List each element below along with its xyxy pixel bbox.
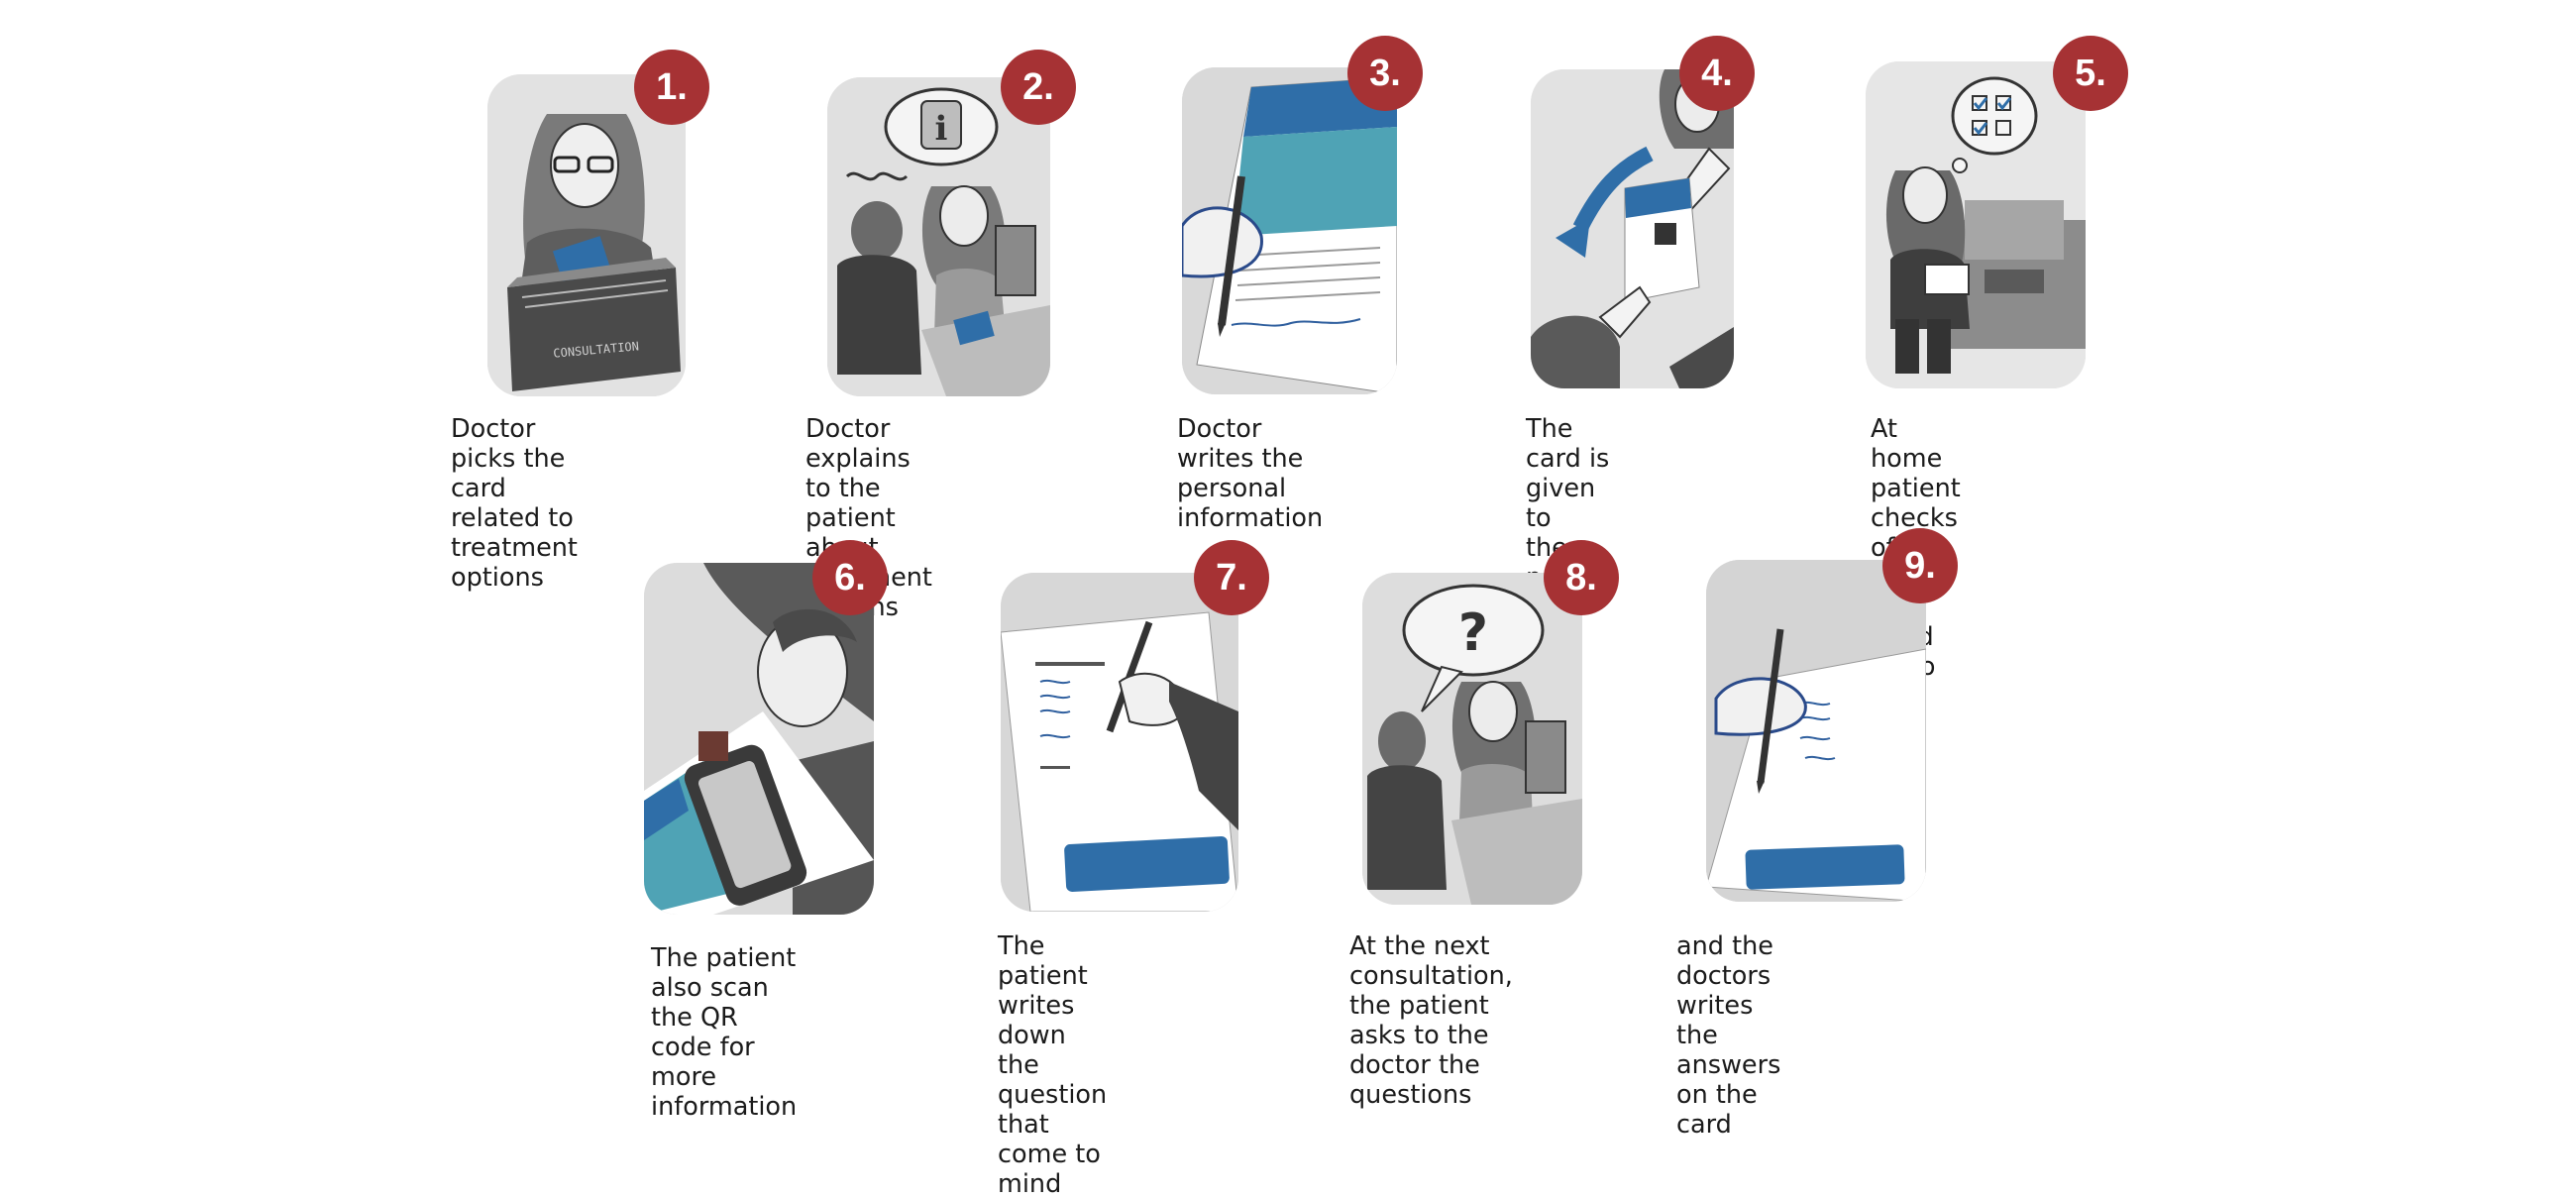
answer-card-icon <box>1706 560 1926 902</box>
qr-phone-icon <box>644 563 874 915</box>
step-9-caption: and the doctors writes the answers on th… <box>1676 931 1781 1140</box>
step-8-caption: At the next consultation, the patient as… <box>1349 931 1513 1110</box>
step-8-number-badge: 8. <box>1544 540 1619 615</box>
step-6-number-badge: 6. <box>812 540 888 615</box>
step-3-illustration <box>1182 67 1397 394</box>
step-4-number-badge: 4. <box>1679 36 1755 111</box>
step-1-number-badge: 1. <box>634 50 709 125</box>
step-2-illustration: i <box>827 77 1050 396</box>
question-bubble-icon: ? <box>1362 573 1582 905</box>
info-bubble-icon: i <box>827 77 1050 396</box>
step-5-illustration <box>1866 61 2086 388</box>
step-1-caption: Doctor picks the card related to treatme… <box>451 414 578 593</box>
checklist-bubble-icon <box>1866 61 2086 388</box>
step-6-caption: The patient also scan the QR code for mo… <box>651 943 798 1122</box>
step-2-number-badge: 2. <box>1001 50 1076 125</box>
step-8-illustration: ? <box>1362 573 1582 905</box>
step-4-illustration <box>1531 69 1734 388</box>
step-7-number-badge: 7. <box>1194 540 1269 615</box>
handover-arrow-icon <box>1531 69 1734 388</box>
step-3-caption: Doctor writes the personal information <box>1177 414 1324 533</box>
step-1-illustration: CONSULTATION <box>487 74 686 396</box>
step-3-number-badge: 3. <box>1347 36 1423 111</box>
step-6-illustration <box>644 563 874 915</box>
step-5-number-badge: 5. <box>2053 36 2128 111</box>
step-7-illustration <box>1001 573 1238 912</box>
bubble-symbol: ? <box>1458 603 1488 663</box>
card-box-icon: CONSULTATION <box>487 74 686 396</box>
writing-card-icon <box>1001 573 1238 912</box>
bubble-symbol: i <box>935 109 948 149</box>
step-4-caption: The card is given to the patient <box>1526 414 1616 593</box>
pen-card-icon <box>1182 67 1397 394</box>
step-9-number-badge: 9. <box>1882 528 1958 603</box>
step-9-illustration <box>1706 560 1926 902</box>
step-7-caption: The patient writes down the question tha… <box>998 931 1108 1199</box>
